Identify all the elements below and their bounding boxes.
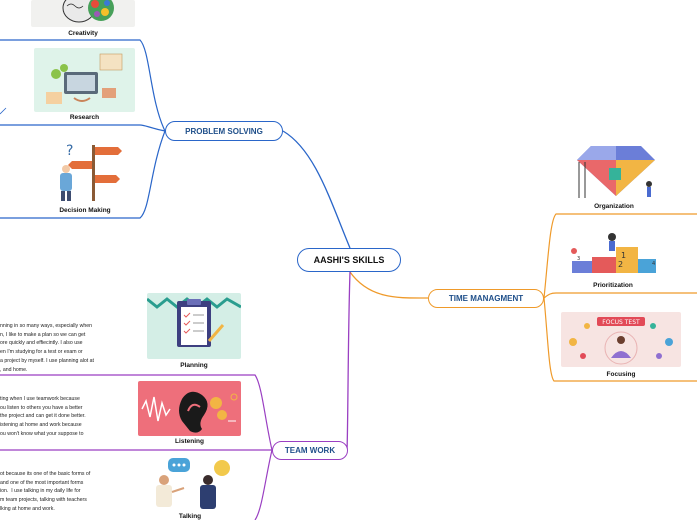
- topic-listening[interactable]: Listening: [175, 438, 204, 445]
- podium-number-4: 4: [652, 261, 655, 267]
- topic-prioritization[interactable]: Prioritization: [593, 282, 633, 289]
- planning-note: nning in so many ways, especially when n…: [0, 323, 95, 373]
- brain-illustration: [62, 0, 114, 23]
- focusing-image[interactable]: FOCUS TEST: [561, 312, 681, 367]
- link-organization: [543, 213, 697, 299]
- ear-illustration: [141, 391, 238, 433]
- podium-number-2: 2: [618, 260, 623, 269]
- link-talking: [254, 449, 273, 520]
- link-planning: [0, 374, 273, 451]
- svg-text:?: ?: [66, 143, 73, 159]
- link-decision-making: [0, 130, 166, 219]
- link-creativity: [0, 39, 166, 132]
- topic-talking[interactable]: Talking: [178, 513, 202, 520]
- branch-problem-solving[interactable]: PROBLEM SOLVING: [165, 121, 283, 141]
- focus-test-banner: FOCUS TEST: [602, 319, 640, 326]
- topic-planning[interactable]: Planning: [180, 362, 208, 369]
- link-central-team-work: [346, 271, 351, 451]
- topic-decision-making[interactable]: Decision Making: [59, 207, 111, 214]
- conversation-illustration: [156, 458, 230, 509]
- topic-creativity[interactable]: Creativity: [68, 30, 98, 37]
- topic-focusing[interactable]: Focusing: [606, 371, 636, 378]
- creativity-image[interactable]: [31, 0, 135, 27]
- topic-organization[interactable]: Organization: [594, 203, 634, 210]
- podium-illustration: 1 2 3 4: [571, 233, 656, 273]
- prioritization-image[interactable]: 1 2 3 4: [562, 229, 664, 277]
- signpost-illustration: ?: [60, 143, 122, 201]
- listening-note: ting when I use teamwork because ou list…: [0, 396, 86, 437]
- podium-number-1: 1: [621, 251, 626, 260]
- link-research: [0, 124, 166, 132]
- research-image[interactable]: [34, 48, 135, 112]
- organization-image[interactable]: [561, 138, 667, 200]
- clipboard-illustration: [147, 297, 241, 347]
- talking-note: ot because its one of the basic forms of…: [0, 471, 91, 512]
- listening-image[interactable]: [138, 381, 241, 436]
- link-central-time-managment: [349, 271, 429, 299]
- central-topic[interactable]: AASHI'S SKILLS: [297, 248, 401, 272]
- meditation-illustration: FOCUS TEST: [569, 317, 673, 365]
- podium-number-3: 3: [577, 256, 580, 262]
- link-prioritization: [543, 292, 697, 299]
- branch-team-work[interactable]: TEAM WORK: [272, 441, 348, 460]
- link-focusing: [543, 297, 697, 382]
- research-illustration: [46, 53, 123, 104]
- branch-time-managment[interactable]: TIME MANAGMENT: [428, 289, 544, 308]
- diamond-puzzle-illustration: [577, 146, 655, 198]
- link-central-problem-solving: [282, 130, 351, 249]
- decision-making-image[interactable]: ?: [42, 139, 128, 204]
- talking-image[interactable]: [140, 456, 240, 512]
- topic-research[interactable]: Research: [69, 114, 100, 121]
- planning-image[interactable]: [147, 293, 241, 359]
